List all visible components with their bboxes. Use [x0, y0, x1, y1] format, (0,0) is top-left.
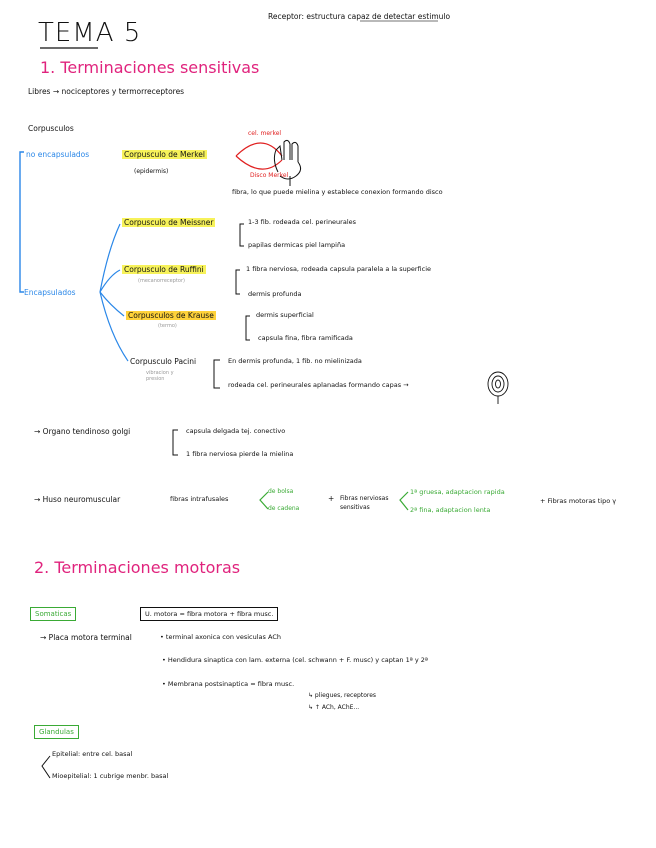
fan-line-meissner [99, 223, 121, 293]
pacini-line1: En dermis profunda, 1 fib. no mielinizad… [228, 357, 362, 365]
krause-line2: capsula fina, fibra ramificada [258, 334, 353, 342]
glandulas-box: Glandulas [34, 725, 79, 739]
huso-label: → Huso neuromuscular [34, 495, 121, 504]
pacini-sketch-icon [487, 371, 509, 404]
ruffini-bracket [235, 269, 240, 295]
merkel-sub: (epidermis) [134, 168, 169, 175]
huso-nerviosas-bracket [399, 491, 409, 511]
merkel-name: Corpusculo de Merkel [122, 150, 207, 159]
pacini-sub: vibracion y presion [146, 370, 174, 382]
merkel-sketch-icon [273, 139, 302, 186]
huso-fibras: fibras intrafusales [170, 495, 229, 503]
placa-point-3b: ↳ ↑ ACh, AChE... [308, 704, 360, 711]
fan-line-krause [99, 291, 125, 317]
golgi-label: → Organo tendinoso golgi [34, 427, 131, 436]
placa-point-1: • terminal axonica con vesiculas ACh [160, 633, 281, 641]
no-encapsulados-label: no encapsulados [26, 150, 90, 159]
ruffini-line1: 1 fibra nerviosa, rodeada capsula parale… [246, 265, 432, 273]
krause-line1: dermis superficial [256, 311, 314, 319]
fan-line-ruffini [99, 269, 121, 293]
placa-point-3: • Membrana postsinaptica = fibra musc. [162, 680, 295, 688]
palm [279, 161, 302, 180]
huso-fibras-nerviosas: Fibras nerviosas sensitivas [340, 495, 389, 511]
fan-line-pacini [99, 291, 129, 362]
finger-2 [283, 139, 291, 160]
unidad-motora-box: U. motora = fibra motora + fibra musc. [140, 607, 279, 621]
huso-motoras: + Fibras motoras tipo γ [540, 497, 617, 505]
disco-merkel-label: Disco Merkel [250, 172, 289, 179]
golgi-line1: capsula delgada tej. conectivo [186, 427, 286, 435]
glandulas-bracket [41, 755, 51, 779]
krause-name: Corpusculos de Krause [126, 311, 216, 320]
huso-primaria: 1ª gruesa, adaptacion rapida [410, 488, 505, 496]
pacini-bracket [213, 359, 220, 389]
placa-point-2: • Hendidura sinaptica con lam. externa (… [162, 656, 428, 664]
merkel-desc: fibra, lo que puede mielina y establece … [232, 188, 443, 196]
somaticas-box: Somaticas [30, 607, 77, 621]
krause-sub: (termo) [158, 323, 177, 329]
golgi-line2: 1 fibra nerviosa pierde la mielina [186, 450, 294, 458]
mioepitelial-line: Mioepitelial: 1 cubrige menbr. basal [52, 772, 169, 780]
layer-inner [495, 379, 501, 389]
krause-bracket [245, 315, 250, 341]
huso-cadena: de cadena [268, 505, 300, 512]
page-title: TEMA 5 [38, 18, 142, 48]
golgi-bracket [172, 429, 178, 456]
corpusculos-label: Corpusculos [28, 124, 74, 133]
encapsulados-fan [99, 223, 129, 362]
huso-fibras-bracket [259, 491, 269, 510]
cel-merkel-label: cel. merkel [248, 130, 282, 137]
ruffini-line2: dermis profunda [248, 290, 302, 298]
section-heading-motoras: 2. Terminaciones motoras [34, 558, 241, 577]
huso-plus: + [328, 494, 335, 503]
epitelial-line: Epitelial: entre cel. basal [52, 750, 133, 758]
main-blue-bracket [19, 151, 24, 293]
section-heading-sensitivas: 1. Terminaciones sensitivas [40, 58, 260, 77]
huso-secundaria: 2ª fina, adaptacion lenta [410, 506, 491, 514]
ruffini-name: Corpusculo de Ruffini [122, 265, 206, 274]
encapsulados-label: Encapsulados [24, 288, 76, 297]
pacini-line2: rodeada cel. perineurales aplanadas form… [228, 381, 409, 389]
merkel-arc-top [235, 142, 283, 157]
finger-1 [273, 144, 283, 173]
layer-mid [491, 375, 505, 393]
placa-motora-label: → Placa motora terminal [40, 633, 132, 642]
finger-3 [291, 141, 299, 162]
pacini-name: Corpusculo Pacini [130, 357, 197, 366]
placa-point-3a: ↳ pliegues, receptores [308, 692, 377, 699]
meissner-name: Corpusculo de Meissner [122, 218, 216, 227]
meissner-line2: papilas dermicas piel lampiña [248, 241, 346, 249]
meissner-line1: 1-3 fib. rodeada cel. perineurales [248, 218, 357, 226]
huso-bolsa: de bolsa [268, 488, 294, 495]
merkel-arc-bottom [235, 155, 283, 170]
ruffini-sub: (mecanorreceptor) [138, 278, 185, 284]
meissner-bracket [239, 223, 244, 247]
top-note: Receptor: estructura capaz de detectar e… [268, 12, 451, 21]
detail-brackets [41, 223, 250, 779]
libres-line: Libres → nociceptores y termorreceptores [28, 87, 185, 96]
